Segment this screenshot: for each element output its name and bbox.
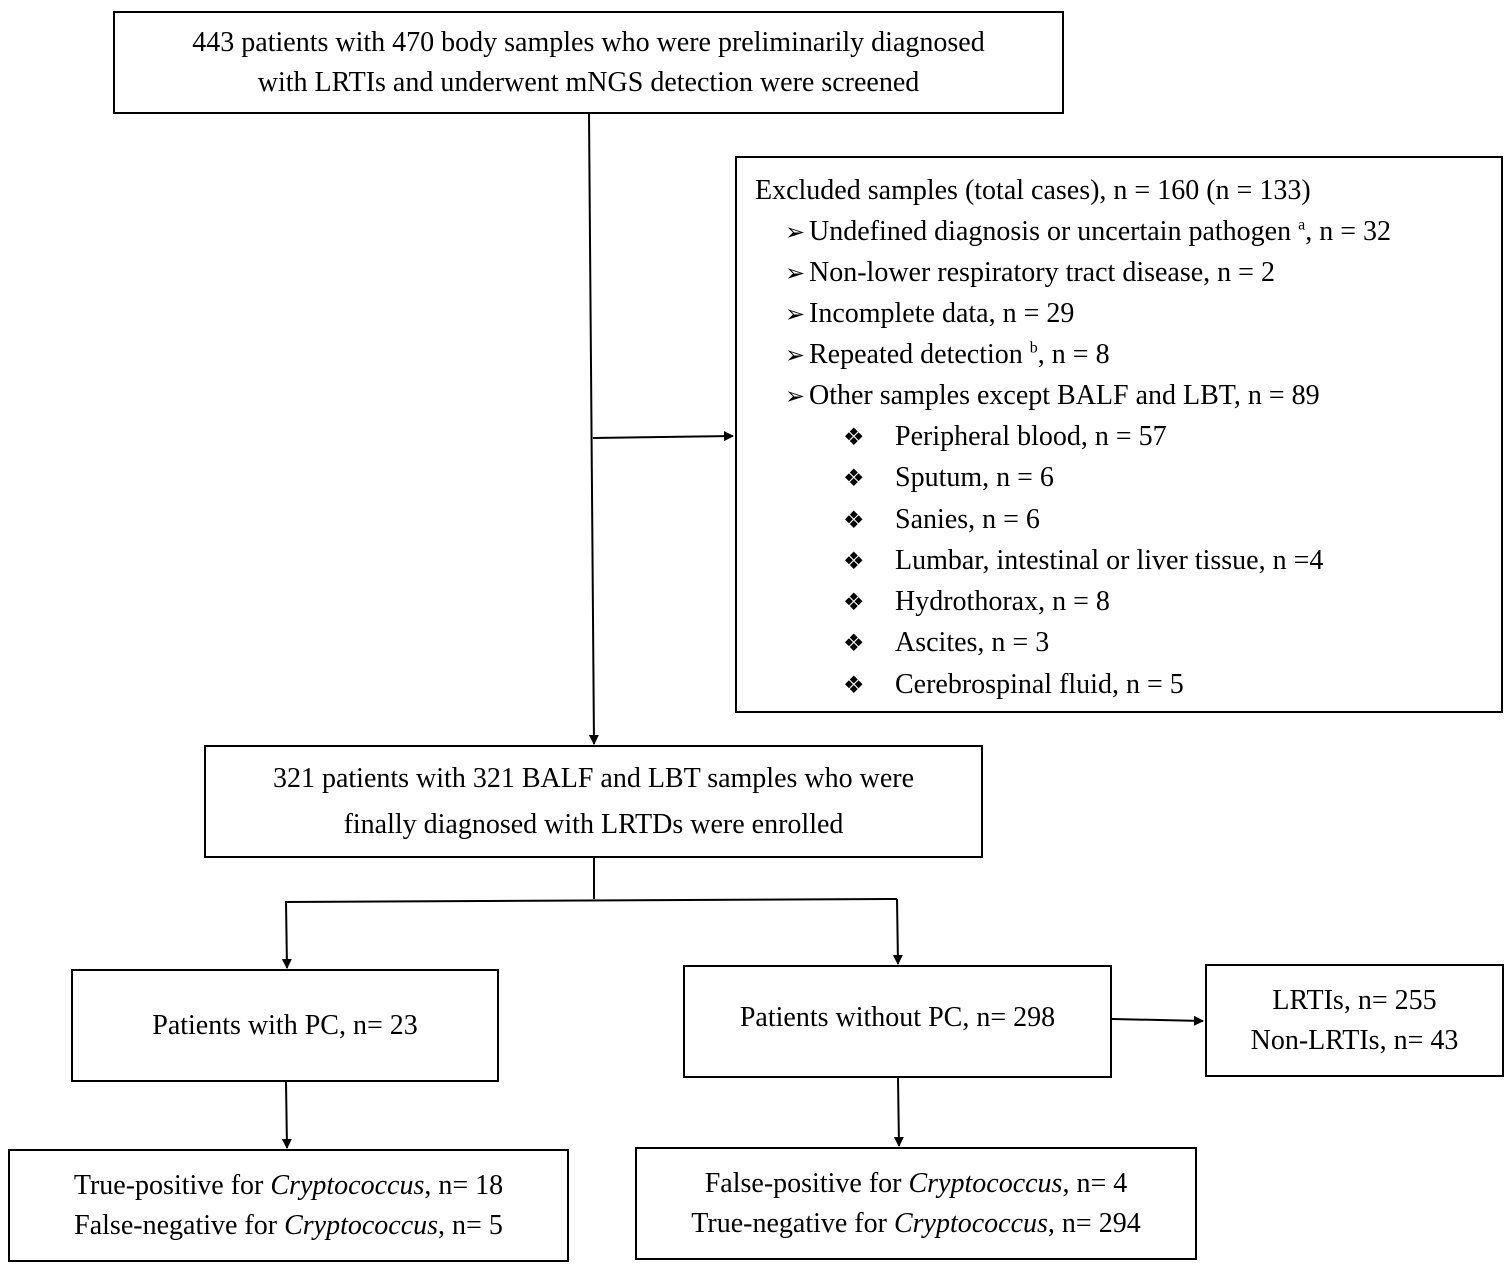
enrolled-line-2: finally diagnosed with LRTDs were enroll… (343, 808, 844, 840)
pc-result-line-2: False-negative for Cryptococcus, n= 5 (74, 1209, 503, 1241)
excluded-subitem: ❖Ascites, n = 3 (843, 623, 1049, 664)
bullet-arrow-icon: ➢ (785, 302, 806, 328)
no-pc-result-box: False-positive for Cryptococcus, n= 4 Tr… (635, 1147, 1197, 1260)
screened-line-1: 443 patients with 470 body samples who w… (192, 26, 985, 58)
lrti-line-1: LRTIs, n= 255 (1272, 984, 1437, 1016)
excluded-item: ➢Other samples except BALF and LBT, n = … (785, 376, 1320, 417)
diamond-bullet-icon: ❖ (843, 549, 865, 575)
excluded-item: ➢Undefined diagnosis or uncertain pathog… (785, 212, 1391, 253)
diamond-bullet-icon: ❖ (843, 508, 865, 534)
arrow-nopc-to-lrti (1111, 1015, 1204, 1026)
pc-box: Patients with PC, n= 23 (71, 969, 499, 1082)
arrow-top-to-enrolled (588, 113, 599, 745)
bullet-arrow-icon: ➢ (785, 384, 806, 410)
diamond-bullet-icon: ❖ (843, 425, 865, 451)
excluded-item: ➢Incomplete data, n = 29 (785, 294, 1074, 335)
enrolled-box: 321 patients with 321 BALF and LBT sampl… (204, 745, 983, 858)
arrow-to-nopc (892, 898, 903, 965)
bullet-arrow-icon: ➢ (785, 220, 806, 246)
diamond-bullet-icon: ❖ (843, 590, 865, 616)
no-pc-result-line-2: True-negative for Cryptococcus, n= 294 (691, 1207, 1141, 1239)
lrti-box: LRTIs, n= 255 Non-LRTIs, n= 43 (1205, 964, 1504, 1077)
excluded-subitem: ❖Sanies, n = 6 (843, 500, 1040, 541)
excluded-subitem: ❖Cerebrospinal fluid, n = 5 (843, 665, 1184, 706)
diamond-bullet-icon: ❖ (843, 631, 865, 657)
enrolled-line-1: 321 patients with 321 BALF and LBT sampl… (272, 762, 915, 794)
arrow-nopc-to-result (893, 1077, 904, 1147)
excluded-subitem: ❖Peripheral blood, n = 57 (843, 417, 1167, 458)
screened-box: 443 patients with 470 body samples who w… (113, 11, 1064, 114)
arrow-to-excluded (592, 431, 734, 442)
no-pc-text: Patients without PC, n= 298 (739, 1001, 1056, 1033)
diamond-bullet-icon: ❖ (843, 466, 865, 492)
excluded-subitem: ❖Sputum, n = 6 (843, 458, 1054, 499)
pc-result-line-1: True-positive for Cryptococcus, n= 18 (73, 1169, 504, 1201)
arrow-to-pc (281, 901, 292, 969)
excluded-item: ➢Repeated detection b, n = 8 (785, 335, 1110, 376)
excluded-heading: Excluded samples (total cases), n = 160 … (755, 175, 1311, 206)
diamond-bullet-icon: ❖ (843, 673, 865, 699)
excluded-subitem: ❖Lumbar, intestinal or liver tissue, n =… (843, 541, 1323, 582)
screened-line-2: with LRTIs and underwent mNGS detection … (257, 66, 920, 98)
arrow-pc-to-result (281, 1081, 292, 1149)
no-pc-box: Patients without PC, n= 298 (683, 965, 1112, 1078)
pc-result-box: True-positive for Cryptococcus, n= 18 Fa… (8, 1149, 569, 1262)
bullet-arrow-icon: ➢ (785, 343, 806, 369)
excluded-item: ➢Non-lower respiratory tract disease, n … (785, 253, 1275, 294)
bullet-arrow-icon: ➢ (785, 261, 806, 287)
lrti-line-2: Non-LRTIs, n= 43 (1250, 1024, 1459, 1056)
excluded-subitem: ❖Hydrothorax, n = 8 (843, 582, 1110, 623)
line-split-horizontal (284, 898, 898, 903)
no-pc-result-line-1: False-positive for Cryptococcus, n= 4 (704, 1167, 1128, 1199)
excluded-box: Excluded samples (total cases), n = 160 … (735, 156, 1503, 713)
pc-text: Patients with PC, n= 23 (152, 1009, 418, 1041)
